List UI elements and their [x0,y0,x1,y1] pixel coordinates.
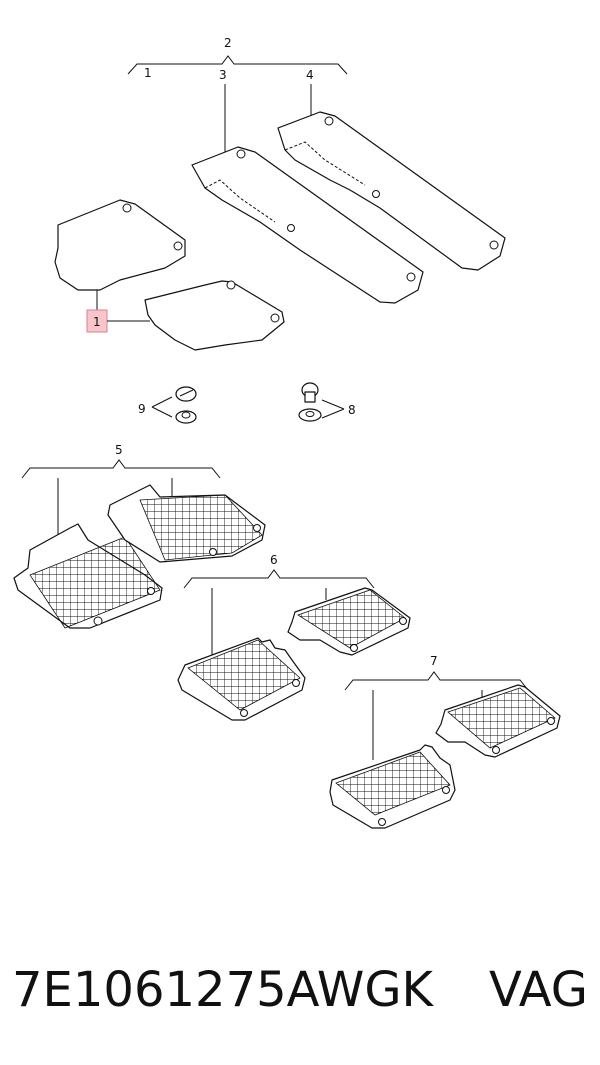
callout-5: 5 [115,443,123,457]
callout-group-6: 6 [183,553,375,658]
carpet-mat-4 [277,111,506,271]
callout-6: 6 [270,553,278,567]
carpet-mat-1-rear [144,280,285,351]
callout-4: 4 [306,68,314,82]
callout-9: 9 [138,402,146,416]
callout-1-highlight[interactable]: 1 [86,309,150,333]
callout-1-highlight-label: 1 [93,315,101,329]
rubber-mat-7-rear [435,684,561,758]
rubber-mat-6-rear [287,587,411,656]
callout-group-7: 7 [344,654,529,760]
part-number: 7E1061275AWGK [12,962,433,1018]
fastener-clip-9: 9 [138,386,197,424]
callout-group-5: 5 [21,443,221,545]
callout-1-top: 1 [144,66,152,80]
parts-diagram: 2 1 3 4 1 [13,36,561,829]
brand-name: VAG [488,962,588,1018]
callout-2: 2 [224,36,232,50]
rubber-mat-6-front [177,637,306,721]
callout-7: 7 [430,654,438,668]
fastener-clip-8: 8 [298,382,356,422]
callout-group-2: 2 1 3 4 [127,36,348,152]
carpet-mat-3 [191,146,424,304]
carpet-mat-1-front [54,199,186,310]
rubber-mat-7-front [329,744,456,829]
callout-3: 3 [219,68,227,82]
callout-8: 8 [348,403,356,417]
part-number-footer: 7E1061275AWGK VAG [0,945,600,1035]
